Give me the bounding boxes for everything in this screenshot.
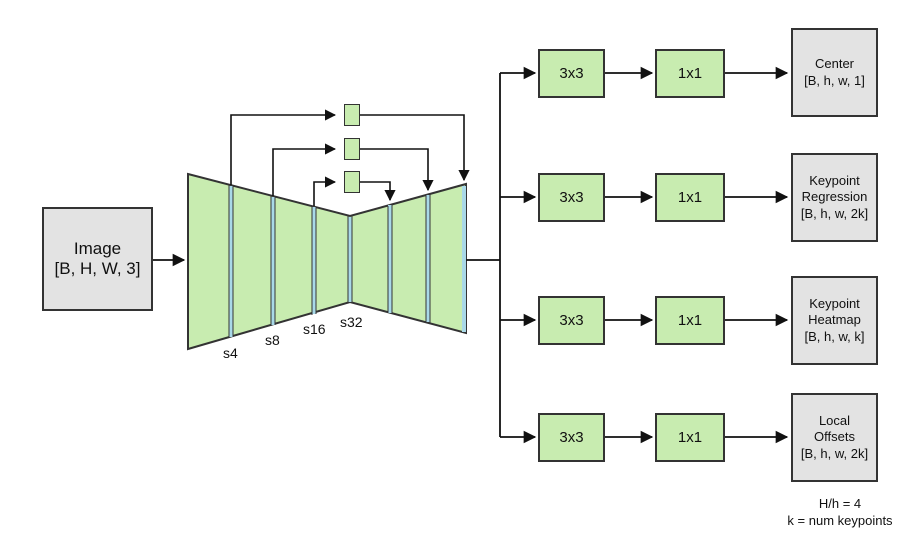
head-center-conv1x1: 1x1 xyxy=(655,49,725,98)
output-regression-title-2: Regression xyxy=(801,189,868,205)
output-offsets-title-1: Local xyxy=(818,413,851,429)
input-title: Image xyxy=(73,238,122,258)
input-shape: [B, H, W, 3] xyxy=(54,259,141,278)
head-regression-conv3x3: 3x3 xyxy=(538,173,605,222)
note-keypoints: k = num keypoints xyxy=(787,513,893,528)
encoder-stage-dividers xyxy=(229,186,466,337)
input-image-block: Image [B, H, W, 3] xyxy=(42,207,153,311)
head-arrows xyxy=(605,66,789,444)
scale-label-s16: s16 xyxy=(303,321,326,337)
scale-label-s4: s4 xyxy=(223,345,238,361)
output-heatmap-title-1: Keypoint xyxy=(809,296,860,312)
output-center: Center [B, h, w, 1] xyxy=(791,28,878,117)
output-offsets-shape: [B, h, w, 2k] xyxy=(800,445,869,461)
output-regression-title-1: Keypoint xyxy=(809,173,860,189)
skip-connections xyxy=(230,109,470,206)
skip-conv-block-s8 xyxy=(344,138,360,160)
skip-conv-block-s4 xyxy=(344,104,360,126)
output-regression-shape: [B, h, w, 2k] xyxy=(800,205,869,221)
skip-conv-block-s16 xyxy=(344,171,360,193)
head-center-conv3x3: 3x3 xyxy=(538,49,605,98)
head-branches xyxy=(466,66,537,444)
scale-label-s8: s8 xyxy=(265,332,280,348)
output-heatmap-shape: [B, h, w, k] xyxy=(804,328,865,344)
head-regression-conv1x1: 1x1 xyxy=(655,173,725,222)
head-offsets-conv1x1: 1x1 xyxy=(655,413,725,462)
encoder-stage-outlines xyxy=(228,185,431,338)
note-ratio: H/h = 4 xyxy=(818,496,862,511)
output-heatmap-title-2: Heatmap xyxy=(808,312,861,328)
head-offsets-conv3x3: 3x3 xyxy=(538,413,605,462)
output-local-offsets: Local Offsets [B, h, w, 2k] xyxy=(791,393,878,482)
output-keypoint-heatmap: Keypoint Heatmap [B, h, w, k] xyxy=(791,276,878,365)
scale-label-s32: s32 xyxy=(340,314,363,330)
output-offsets-title-2: Offsets xyxy=(814,429,855,445)
backbone-encoder-decoder xyxy=(187,172,467,351)
output-keypoint-regression: Keypoint Regression [B, h, w, 2k] xyxy=(791,153,878,242)
head-heatmap-conv1x1: 1x1 xyxy=(655,296,725,345)
output-center-shape: [B, h, w, 1] xyxy=(804,72,865,88)
output-center-title: Center xyxy=(814,56,855,72)
head-heatmap-conv3x3: 3x3 xyxy=(538,296,605,345)
